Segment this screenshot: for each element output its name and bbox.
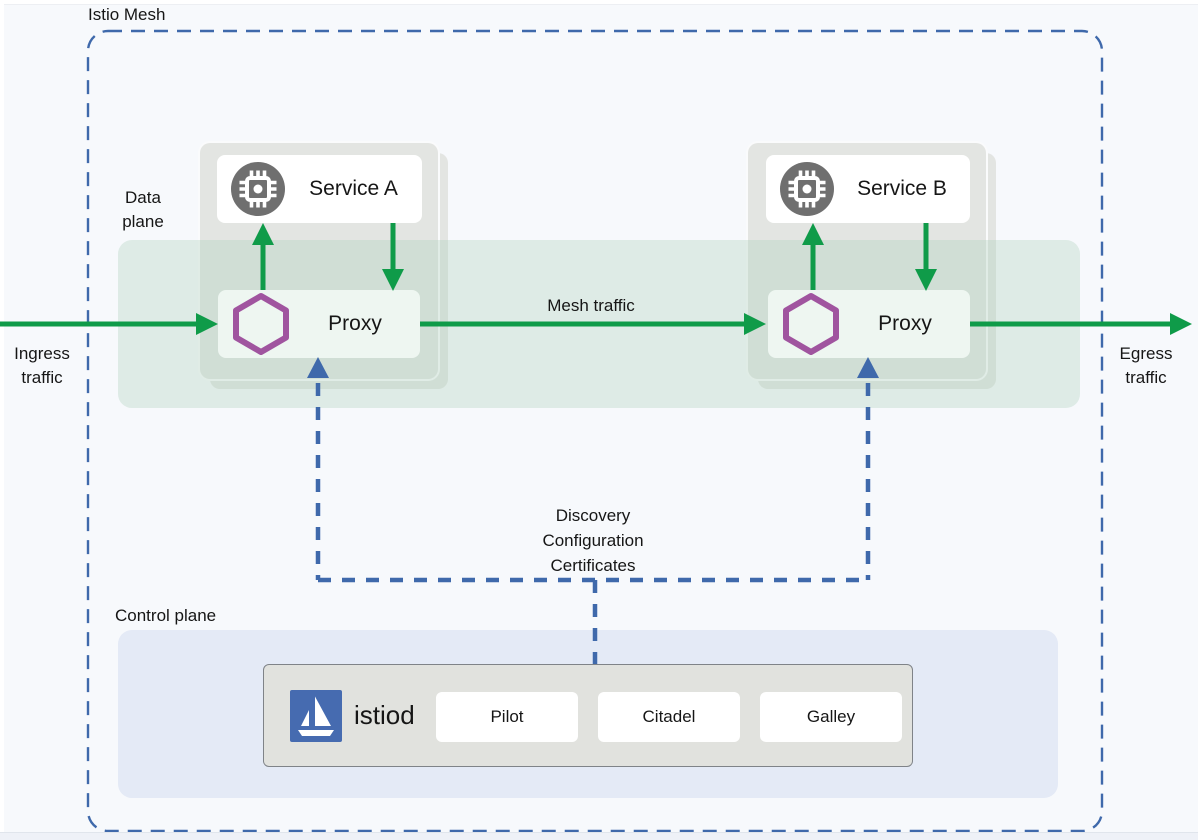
page-edge-top	[0, 0, 1198, 5]
page-edge-left	[0, 0, 4, 840]
egress-traffic-label: Egress traffic	[1106, 342, 1186, 390]
istio-mesh-label: Istio Mesh	[88, 5, 166, 24]
hexagon-icon	[783, 293, 839, 355]
ingress-line2: traffic	[21, 368, 63, 387]
service-a-box: Service A	[217, 155, 422, 223]
service-label: Service A	[309, 177, 398, 200]
discovery-label: Discovery Configuration Certificates	[493, 503, 693, 578]
chip-icon	[780, 162, 834, 216]
chip-icon	[231, 162, 285, 216]
discovery-line1: Discovery	[555, 506, 631, 525]
service-label: Service B	[857, 177, 947, 200]
proxy-label: Proxy	[328, 312, 382, 335]
sailboat-icon	[290, 690, 342, 742]
hexagon-icon	[233, 293, 289, 355]
component-label: Galley	[806, 707, 856, 726]
egress-line2: traffic	[1125, 368, 1167, 387]
component-label: Citadel	[642, 707, 696, 726]
citadel-box: Citadel	[598, 692, 740, 742]
proxy-label: Proxy	[878, 312, 932, 335]
galley-box: Galley	[760, 692, 902, 742]
data-plane-label-text: Data plane	[122, 188, 164, 231]
proxy-b-box: Proxy	[768, 290, 970, 358]
istiod-label: istiod	[354, 700, 415, 730]
discovery-line3: Certificates	[550, 556, 636, 575]
ingress-line1: Ingress	[14, 344, 70, 363]
pilot-box: Pilot	[436, 692, 578, 742]
egress-line1: Egress	[1119, 344, 1173, 363]
istiod-box: istiod Pilot Citadel Galley	[263, 664, 913, 767]
control-plane-label: Control plane	[115, 606, 217, 625]
data-plane-label: Data plane	[103, 186, 183, 234]
component-label: Pilot	[490, 707, 524, 726]
mesh-traffic-label: Mesh traffic	[547, 296, 635, 315]
ingress-traffic-label: Ingress traffic	[2, 342, 82, 390]
discovery-line2: Configuration	[542, 531, 644, 550]
service-b-box: Service B	[766, 155, 970, 223]
proxy-a-box: Proxy	[218, 290, 420, 358]
page-edge-bottom	[0, 832, 1198, 840]
